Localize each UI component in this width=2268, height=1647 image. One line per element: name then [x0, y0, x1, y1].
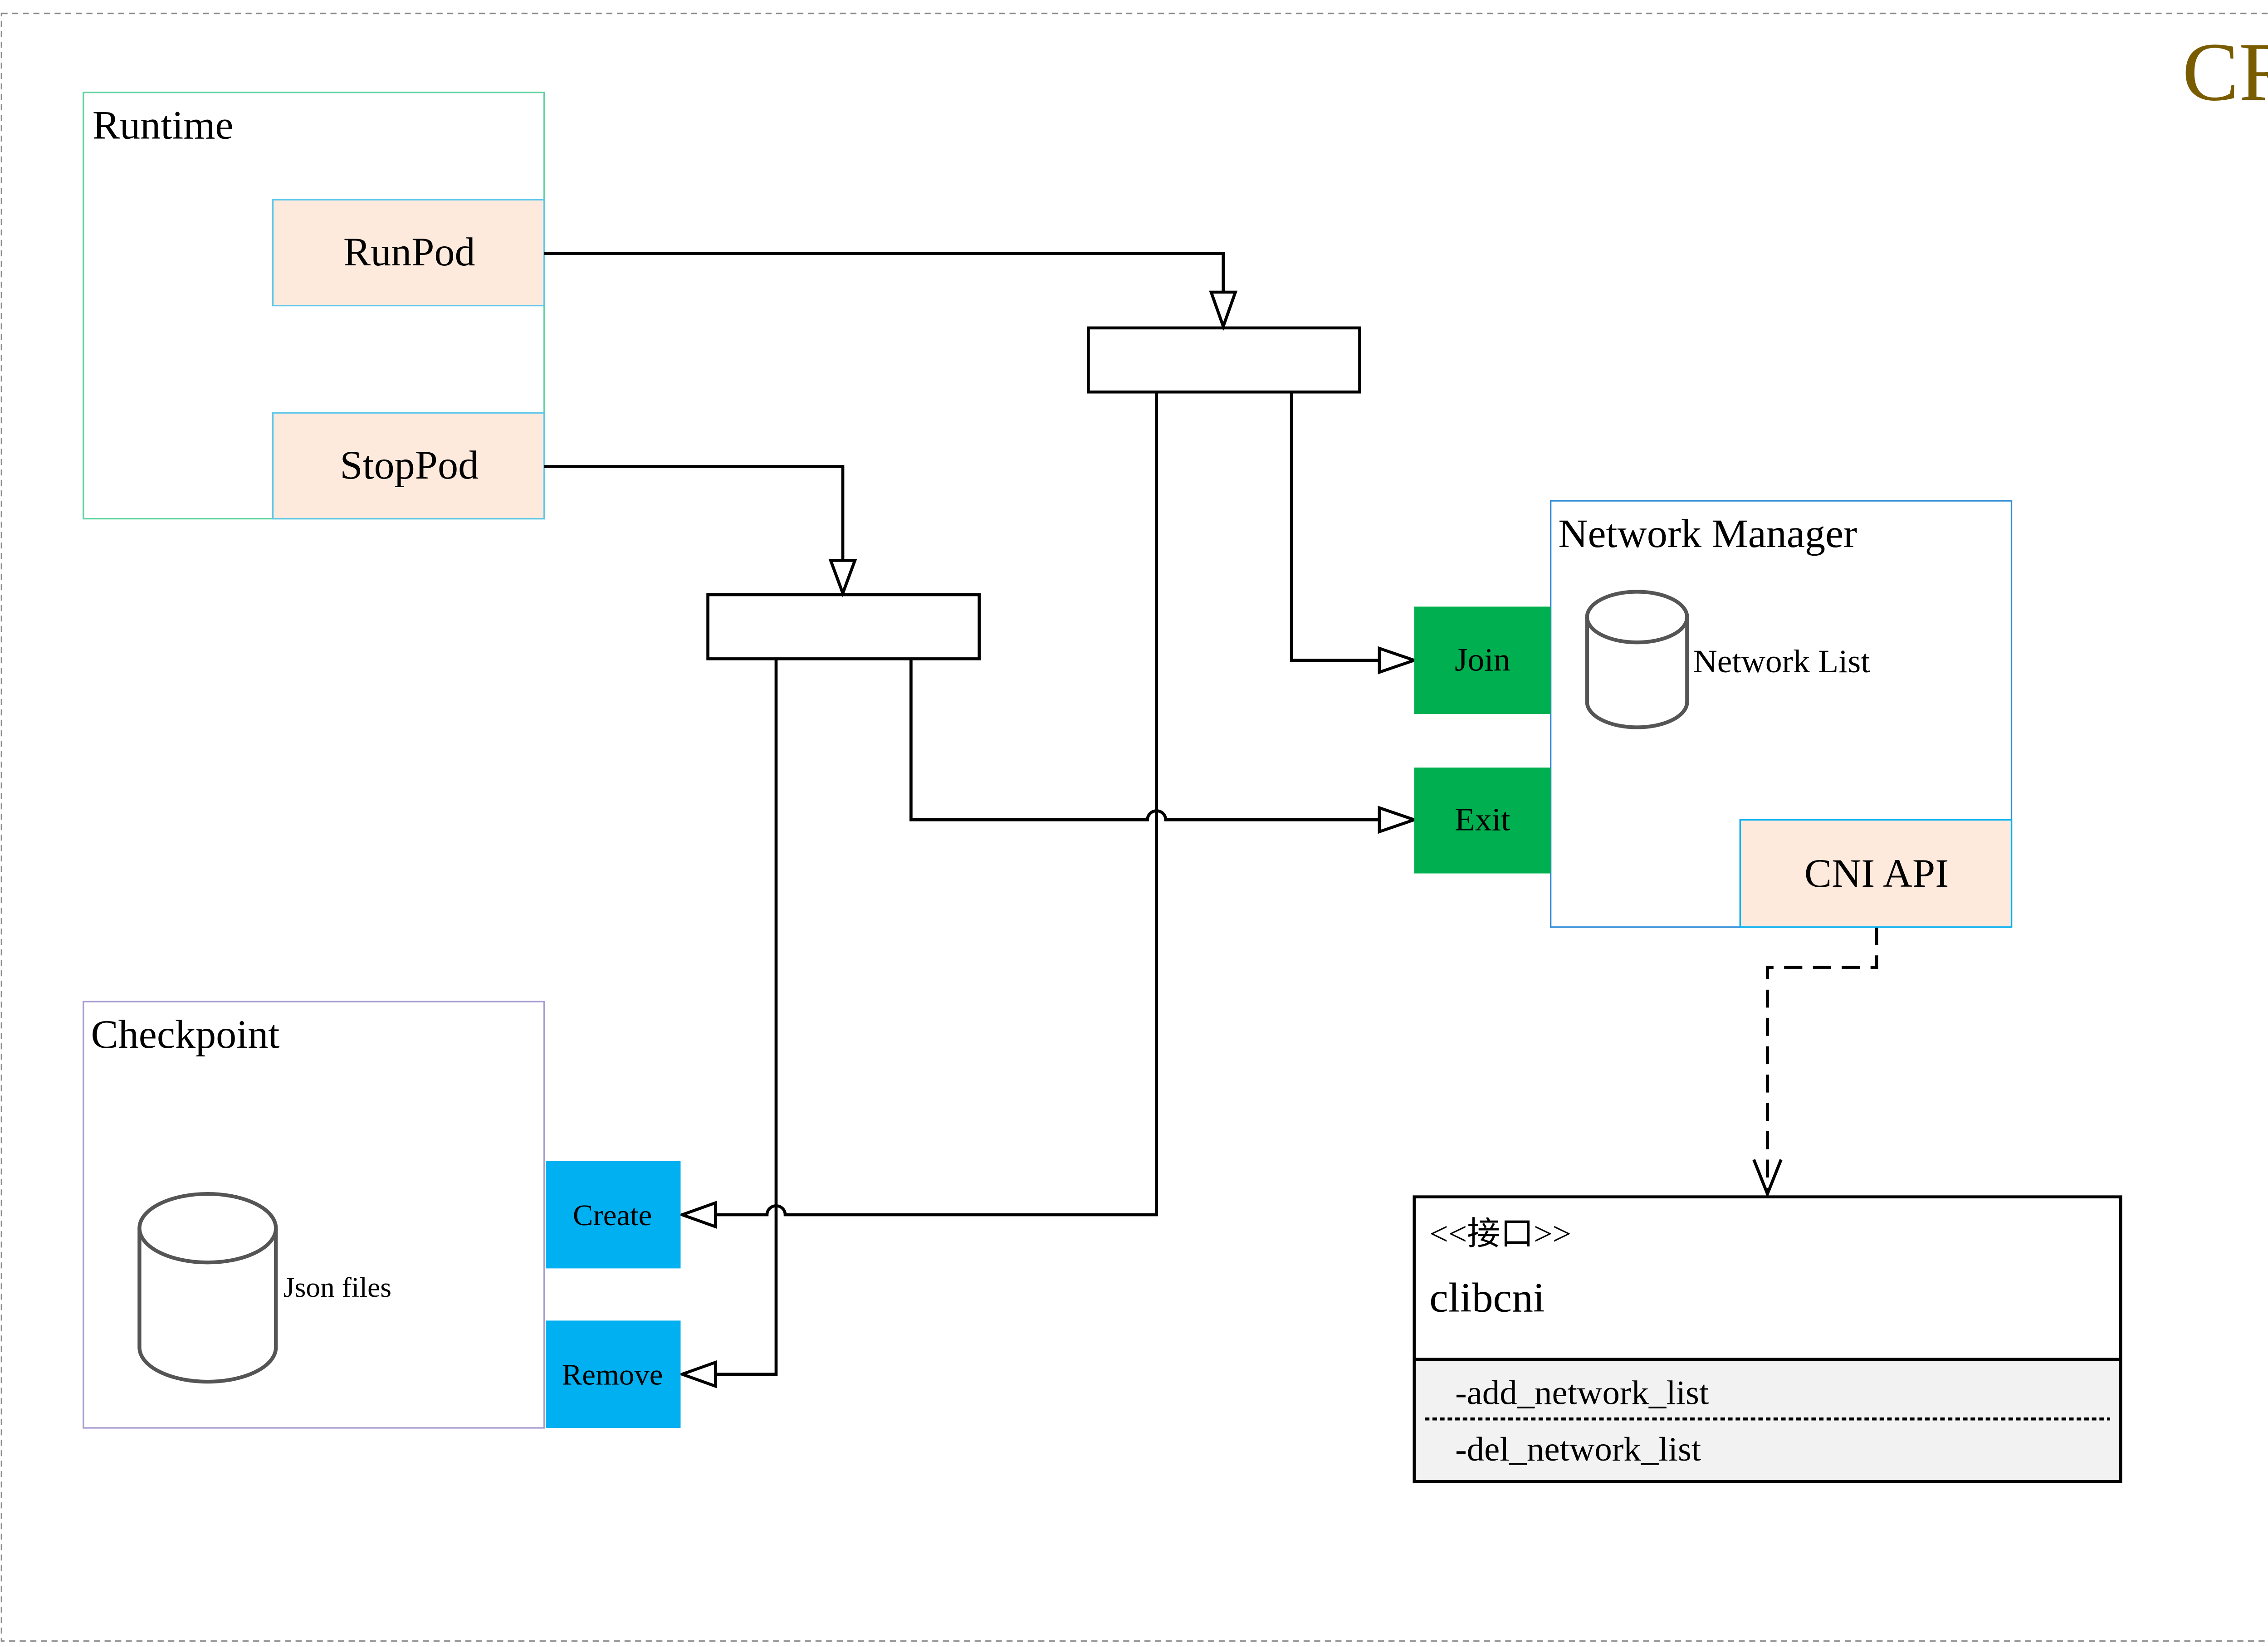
join-label: Join: [1455, 641, 1510, 678]
exit-label: Exit: [1455, 801, 1510, 837]
clibcni-name: clibcni: [1429, 1275, 1545, 1321]
cni-api-box: [1739, 819, 2013, 928]
checkpoint-title: Checkpoint: [91, 1012, 280, 1057]
connectors: [544, 252, 1878, 1388]
network-manager-title: Network Manager: [1558, 512, 1857, 556]
cri-frame: [0, 12, 2268, 1642]
exit-port: [1414, 767, 1551, 874]
cni-api-label: CNI API: [1804, 851, 1949, 896]
remove-label: Remove: [562, 1359, 663, 1391]
stoppod-box: [272, 412, 545, 520]
json-files-database-icon: [137, 1192, 278, 1384]
network-list-database-icon: [1585, 590, 1689, 729]
method-del-network-list: -del_network_list: [1455, 1431, 1701, 1468]
method-add-network-list: -add_network_list: [1455, 1374, 1709, 1412]
cri-title: CRI: [2182, 26, 2268, 118]
runtime-box: Runtime RunPod StopPod: [83, 92, 545, 520]
runtime-title: Runtime: [93, 103, 234, 147]
network-list-label: Network List: [1693, 643, 1870, 679]
stoppod-junction: [706, 593, 981, 660]
remove-port: [546, 1320, 681, 1428]
json-files-label: Json files: [284, 1271, 391, 1303]
create-label: Create: [573, 1199, 652, 1232]
runpod-box: [272, 199, 545, 307]
clibcni-stereotype: <<接口>>: [1429, 1215, 1571, 1251]
create-port: [546, 1161, 681, 1269]
runpod-label: RunPod: [343, 230, 475, 274]
runpod-junction: [1087, 326, 1361, 394]
clibcni-interface-box: <<接口>> clibcni -add_network_list -del_ne…: [1413, 1195, 2122, 1483]
stoppod-label: StopPod: [340, 443, 479, 487]
checkpoint-box: Checkpoint Json files Create Remove: [83, 1001, 681, 1429]
network-manager-box: Network Manager Network List CNI API Joi…: [1414, 500, 2013, 928]
join-port: [1414, 606, 1551, 714]
